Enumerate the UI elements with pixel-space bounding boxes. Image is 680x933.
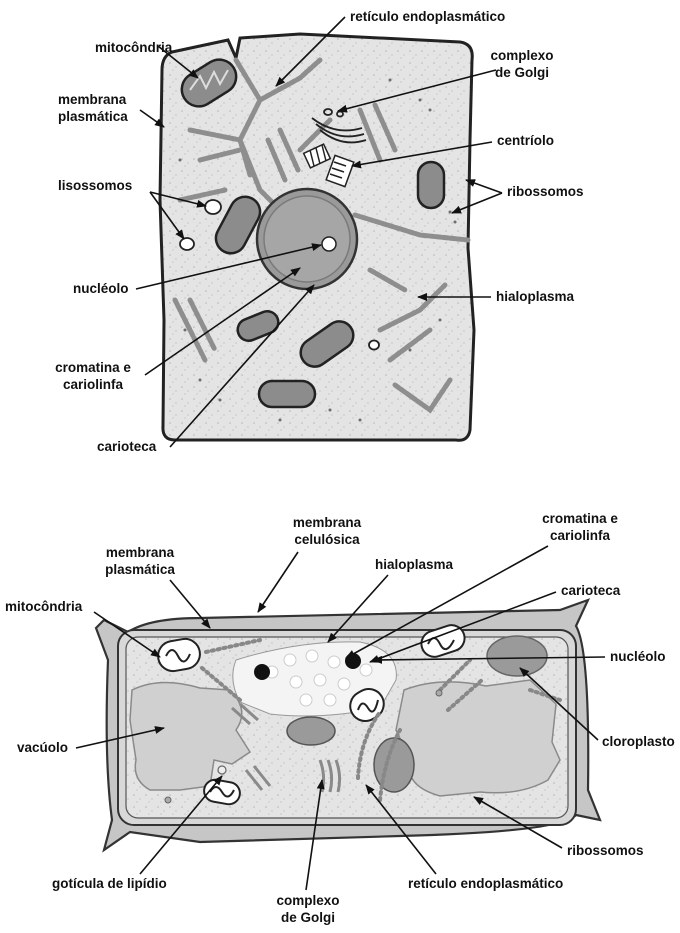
label-animal-centriolo: centríolo bbox=[497, 133, 554, 148]
label-plant-hialoplasma: hialoplasma bbox=[375, 557, 454, 572]
label-animal-golgi-1: complexo bbox=[490, 48, 553, 63]
plant-lipid-droplet bbox=[218, 766, 226, 774]
animal-cell: retículo endoplasmático complexo de Golg… bbox=[55, 9, 583, 454]
label-plant-membrana-cel-1: membrana bbox=[293, 515, 362, 530]
plant-cell: membrana celulósica cromatina e cariolin… bbox=[5, 511, 675, 925]
label-animal-hialoplasma: hialoplasma bbox=[496, 289, 575, 304]
label-animal-lisossomos: lisossomos bbox=[58, 178, 132, 193]
label-plant-cromatina-2: cariolinfa bbox=[550, 528, 611, 543]
plant-vacuole-right bbox=[396, 680, 560, 796]
label-plant-vacuolo: vacúolo bbox=[17, 740, 68, 755]
label-plant-membrana-cel-2: celulósica bbox=[294, 532, 360, 547]
label-plant-membrana-pl-1: membrana bbox=[106, 545, 175, 560]
label-plant-golgi-2: de Golgi bbox=[281, 910, 335, 925]
label-animal-membrana-1: membrana bbox=[58, 92, 127, 107]
label-plant-nucleolo: nucléolo bbox=[610, 649, 666, 664]
label-plant-reticulo: retículo endoplasmático bbox=[408, 876, 563, 891]
animal-nucleus bbox=[257, 189, 357, 289]
label-plant-carioteca: carioteca bbox=[561, 583, 621, 598]
label-animal-cromatina-2: cariolinfa bbox=[63, 377, 124, 392]
label-animal-membrana-2: plasmática bbox=[58, 109, 128, 124]
label-plant-cloroplasto: cloroplasto bbox=[602, 734, 675, 749]
label-animal-nucleolo: nucléolo bbox=[73, 281, 129, 296]
label-plant-mitocondria: mitocôndria bbox=[5, 599, 83, 614]
label-plant-ribossomos: ribossomos bbox=[567, 843, 644, 858]
label-animal-carioteca: carioteca bbox=[97, 439, 157, 454]
label-plant-goticula: gotícula de lipídio bbox=[52, 876, 167, 891]
label-animal-reticulo: retículo endoplasmático bbox=[350, 9, 505, 24]
label-animal-cromatina-1: cromatina e bbox=[55, 360, 131, 375]
label-plant-membrana-pl-2: plasmática bbox=[105, 562, 175, 577]
label-plant-cromatina-1: cromatina e bbox=[542, 511, 618, 526]
label-animal-ribossomos: ribossomos bbox=[507, 184, 584, 199]
label-plant-golgi-1: complexo bbox=[276, 893, 339, 908]
label-animal-golgi-2: de Golgi bbox=[495, 65, 549, 80]
plant-nucleolus bbox=[487, 636, 547, 676]
